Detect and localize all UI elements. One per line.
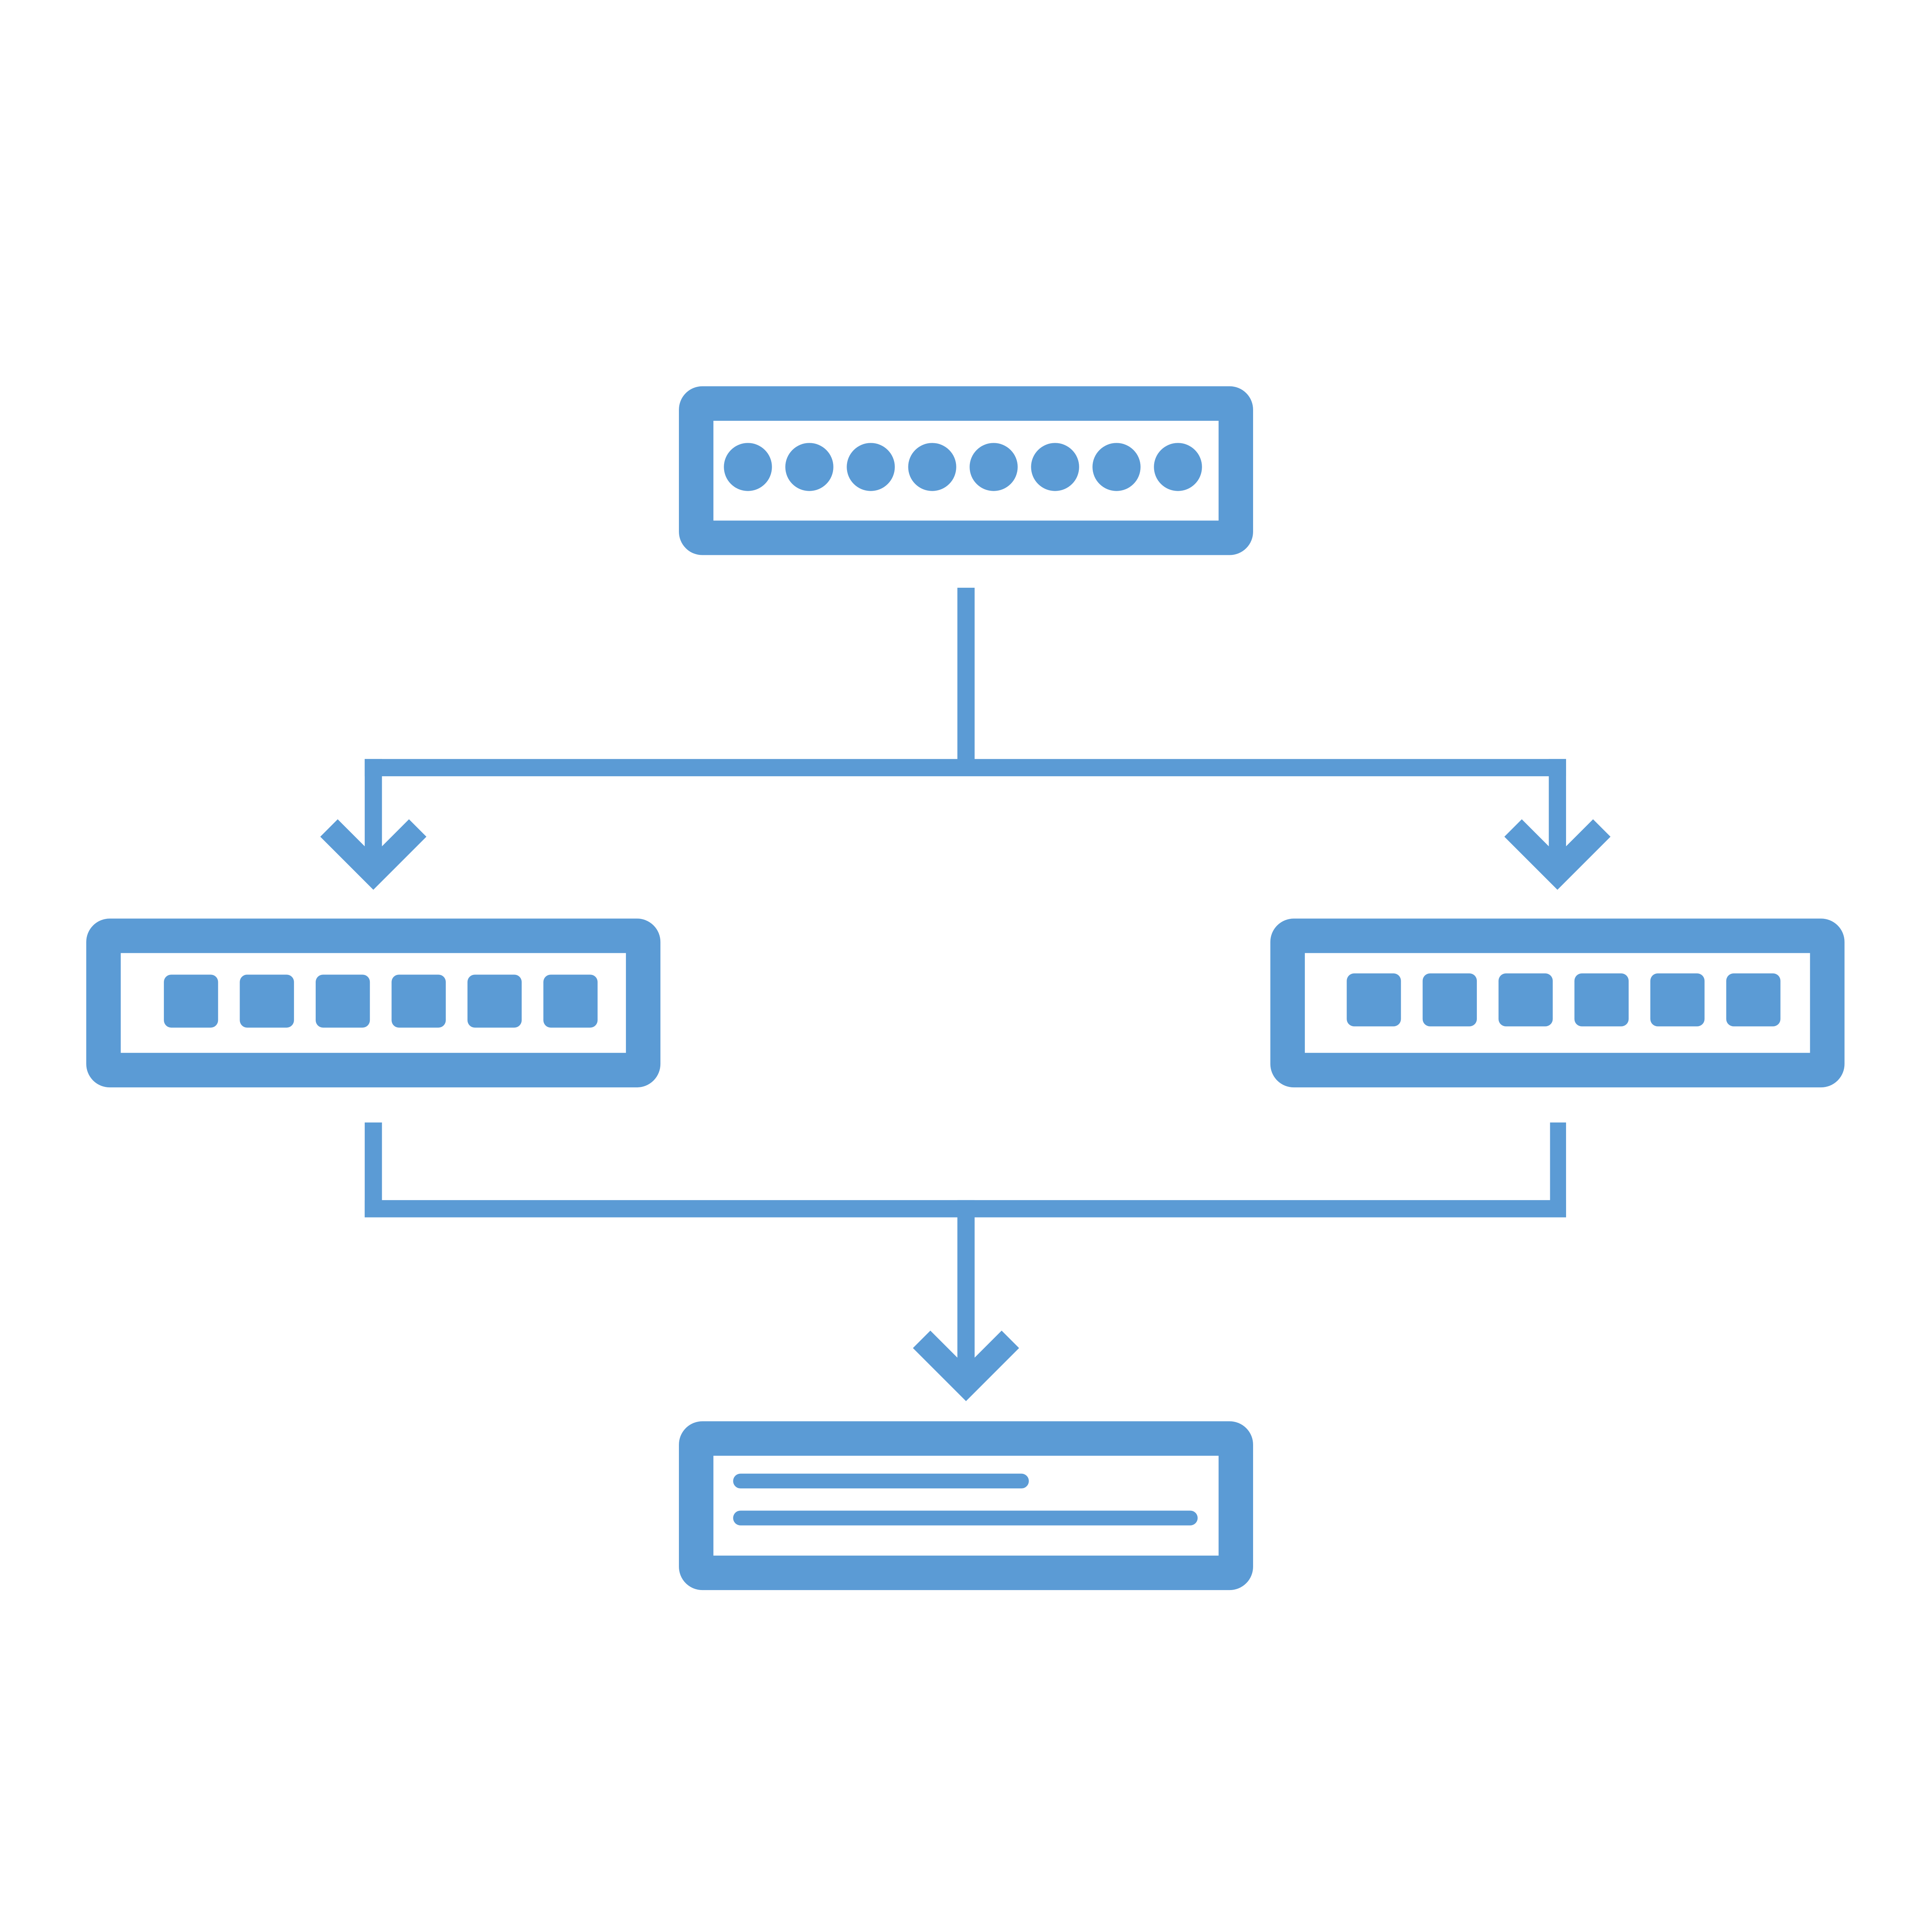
block — [467, 975, 522, 1028]
dot — [969, 443, 1018, 491]
arrow-down-icon — [1504, 819, 1611, 890]
source-node-frame — [679, 386, 1253, 555]
merge-connector — [364, 1122, 1566, 1401]
right-node-frame — [1270, 918, 1845, 1088]
left-branch-node — [86, 918, 661, 1088]
source-node — [679, 386, 1253, 555]
connector-stem — [957, 1200, 975, 1373]
block — [1726, 973, 1781, 1027]
block — [1574, 973, 1629, 1027]
arrow-down-icon — [913, 1330, 1019, 1401]
block — [164, 975, 218, 1028]
block — [543, 975, 598, 1028]
dot — [847, 443, 895, 491]
split-connector — [320, 588, 1611, 890]
block — [391, 975, 446, 1028]
dot — [785, 443, 833, 491]
right-branch-node — [1270, 918, 1845, 1088]
block — [1498, 973, 1553, 1027]
dot — [1154, 443, 1202, 491]
blocks-panel-icon — [164, 975, 598, 1028]
blocks-panel-icon — [1347, 973, 1781, 1027]
dot — [724, 443, 772, 491]
dots-panel-icon — [724, 443, 1202, 491]
dot — [1031, 443, 1079, 491]
dot — [1092, 443, 1141, 491]
arrow-down-icon — [320, 819, 427, 890]
connector-stem — [957, 588, 975, 768]
left-node-frame — [86, 918, 661, 1088]
block — [240, 975, 294, 1028]
block — [1422, 973, 1477, 1027]
block — [1650, 973, 1705, 1027]
lines-panel-icon — [733, 1473, 1198, 1526]
output-node — [679, 1421, 1253, 1590]
block — [1347, 973, 1401, 1027]
dot — [908, 443, 956, 491]
connector-bar — [364, 759, 1566, 776]
block — [315, 975, 370, 1028]
output-node-frame — [679, 1421, 1253, 1590]
